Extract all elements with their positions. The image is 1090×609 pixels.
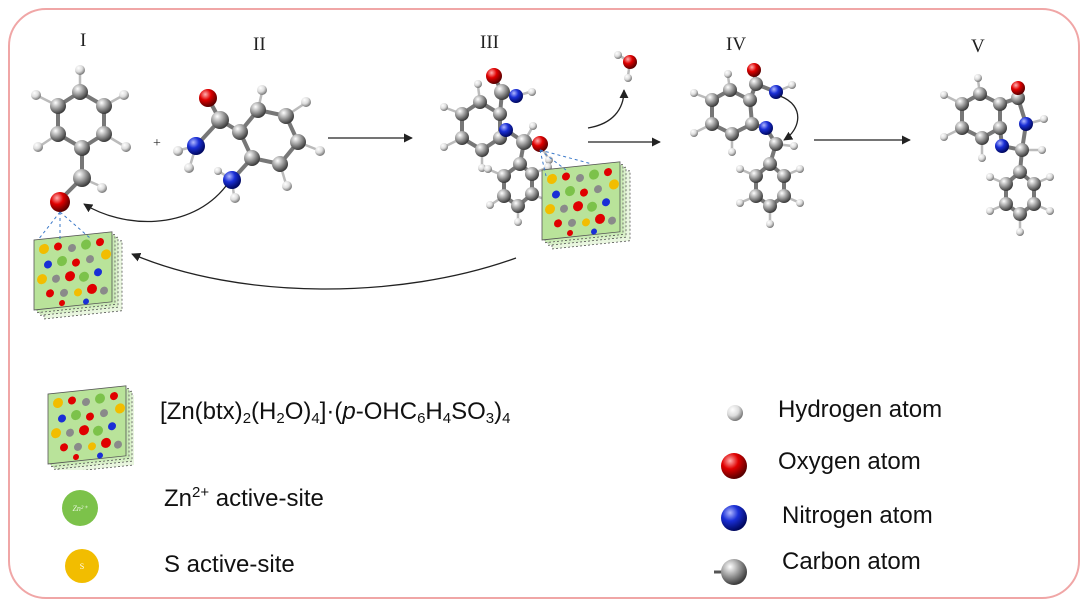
legend-oxygen-atom: Oxygen atom [778,448,921,476]
legend-catalyst-icon [44,380,134,470]
legend-carbon-atom: Carbon atom [782,548,921,576]
water-molecule [614,51,637,82]
label-stage-i: I [80,30,86,52]
label-stage-ii: II [253,34,266,56]
nitrogen-atom-icon [716,500,752,536]
hydrogen-atom-icon [720,398,750,428]
legend-nitrogen-atom: Nitrogen atom [782,502,933,530]
zn-site-icon: Zn²⁺ [60,488,100,528]
legend-hydrogen-atom: Hydrogen atom [778,396,942,424]
legend-zn-active-site: Zn2+ active-site [164,484,324,513]
catalyst-left [34,231,122,320]
label-stage-iv: IV [726,34,746,56]
label-stage-iii: III [480,32,499,54]
molecule-ii [173,85,325,203]
molecule-iii [440,68,553,226]
molecule-v [940,74,1054,236]
legend-s-active-site: S active-site [164,551,295,579]
label-stage-v: V [971,36,985,58]
water-release-arrow [588,90,624,128]
legend-catalyst-formula: [Zn(btx)2(H2O)4]·(p-OHC6H4SO3)4 [160,398,510,427]
oxygen-atom-icon [716,448,752,484]
plus-sign: + [153,136,161,152]
carbon-atom-icon [712,554,752,590]
molecule-i [31,65,131,212]
cyclization-arrow [780,96,798,140]
molecule-iv [690,63,804,228]
s-site-icon: S [62,546,102,586]
catalyst-middle [542,161,630,250]
svg-text:Zn²⁺: Zn²⁺ [72,504,88,513]
svg-text:S: S [80,562,84,571]
catalyst-recycle-arrow [132,254,516,289]
